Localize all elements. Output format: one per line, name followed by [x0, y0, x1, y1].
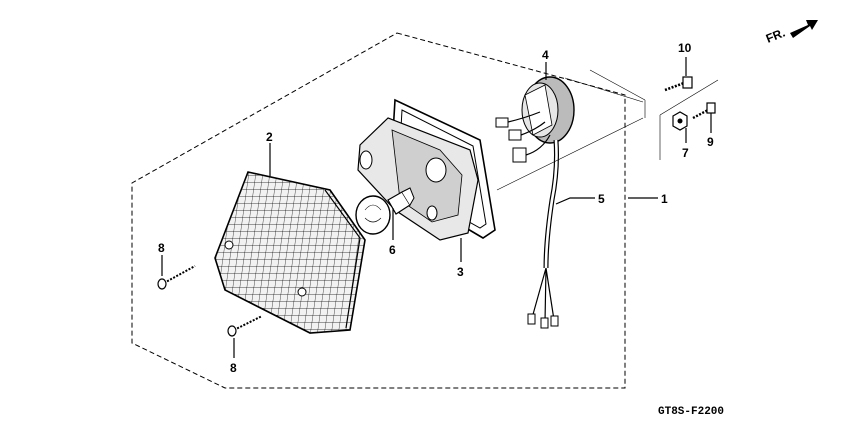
housing-part-3: [357, 98, 496, 241]
callout-2: 2: [266, 130, 273, 144]
callout-8-upper: 8: [158, 241, 165, 255]
bolt-part-10: [664, 76, 693, 92]
assembly-outline: [131, 32, 626, 389]
callout-8-lower: 8: [230, 361, 237, 375]
front-direction-indicator: FR.: [764, 20, 818, 46]
callout-6: 6: [389, 243, 396, 257]
wire-harness-part-5: [527, 139, 559, 329]
screw-part-8-lower: [227, 315, 263, 337]
nut-part-7: [672, 111, 688, 131]
callout-10: 10: [678, 41, 692, 55]
diagram-code: GT8S-F2200: [658, 406, 724, 418]
callout-1: 1: [661, 192, 668, 206]
leader-lines: [161, 57, 712, 358]
callout-5: 5: [598, 192, 605, 206]
lens-part-2: [214, 171, 366, 334]
mounting-reference-lines: [496, 69, 719, 191]
front-direction-label: FR.: [764, 26, 787, 46]
callout-9: 9: [707, 135, 714, 149]
callout-3: 3: [457, 265, 464, 279]
screw-part-8-upper: [157, 265, 196, 290]
screw-part-9: [692, 102, 716, 120]
socket-part-4: [495, 76, 575, 163]
callout-7: 7: [682, 146, 689, 160]
front-arrow-icon: [790, 20, 818, 38]
callout-4: 4: [542, 48, 549, 62]
